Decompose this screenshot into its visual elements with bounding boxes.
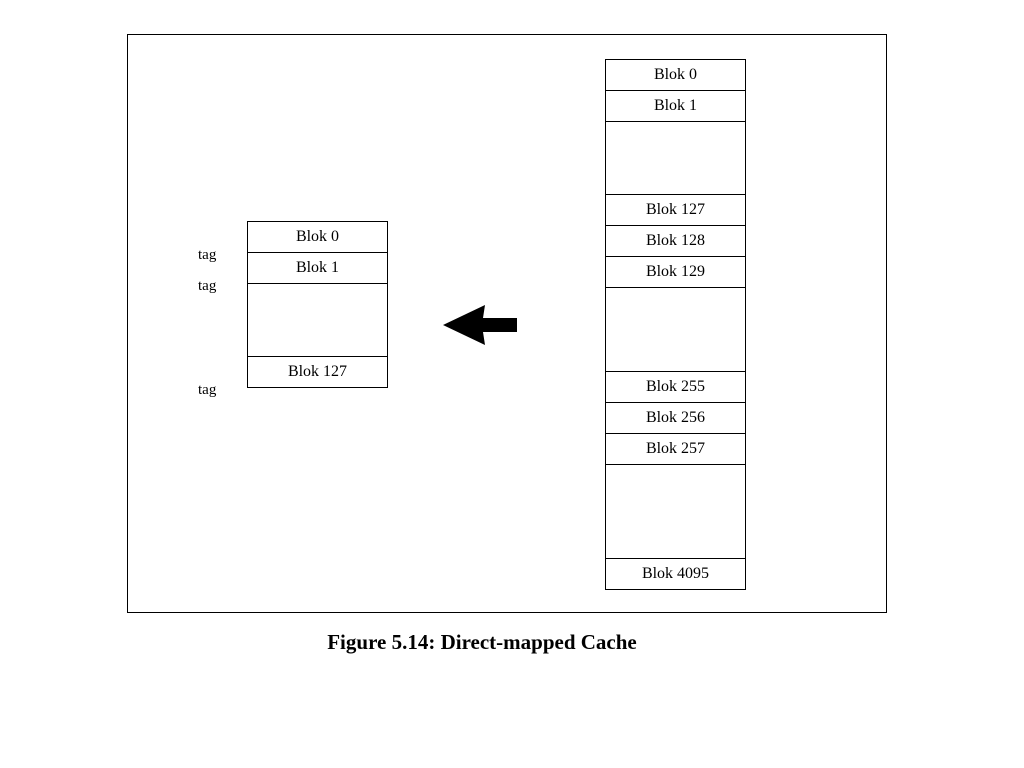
cache-gap-block [247, 283, 388, 357]
memory-block: Blok 0 [605, 59, 746, 91]
cache-block: Blok 127 [247, 356, 388, 388]
memory-block: Blok 257 [605, 433, 746, 465]
memory-block: Blok 128 [605, 225, 746, 257]
tag-label: tag [198, 382, 217, 398]
memory-gap-block [605, 287, 746, 372]
memory-block: Blok 1 [605, 90, 746, 122]
cache-block: Blok 0 [247, 221, 388, 253]
left-arrow-icon [443, 305, 517, 345]
tag-label: tag [198, 247, 217, 263]
memory-block: Blok 4095 [605, 558, 746, 590]
memory-block: Blok 129 [605, 256, 746, 288]
memory-block: Blok 127 [605, 194, 746, 226]
tag-label: tag [198, 278, 217, 294]
left-arrow-shape [443, 305, 517, 345]
memory-block: Blok 255 [605, 371, 746, 403]
memory-gap-block [605, 121, 746, 195]
figure-caption: Figure 5.14: Direct-mapped Cache [327, 630, 637, 654]
memory-gap-block [605, 464, 746, 559]
memory-block: Blok 256 [605, 402, 746, 434]
figure-frame [127, 34, 887, 613]
cache-block: Blok 1 [247, 252, 388, 284]
